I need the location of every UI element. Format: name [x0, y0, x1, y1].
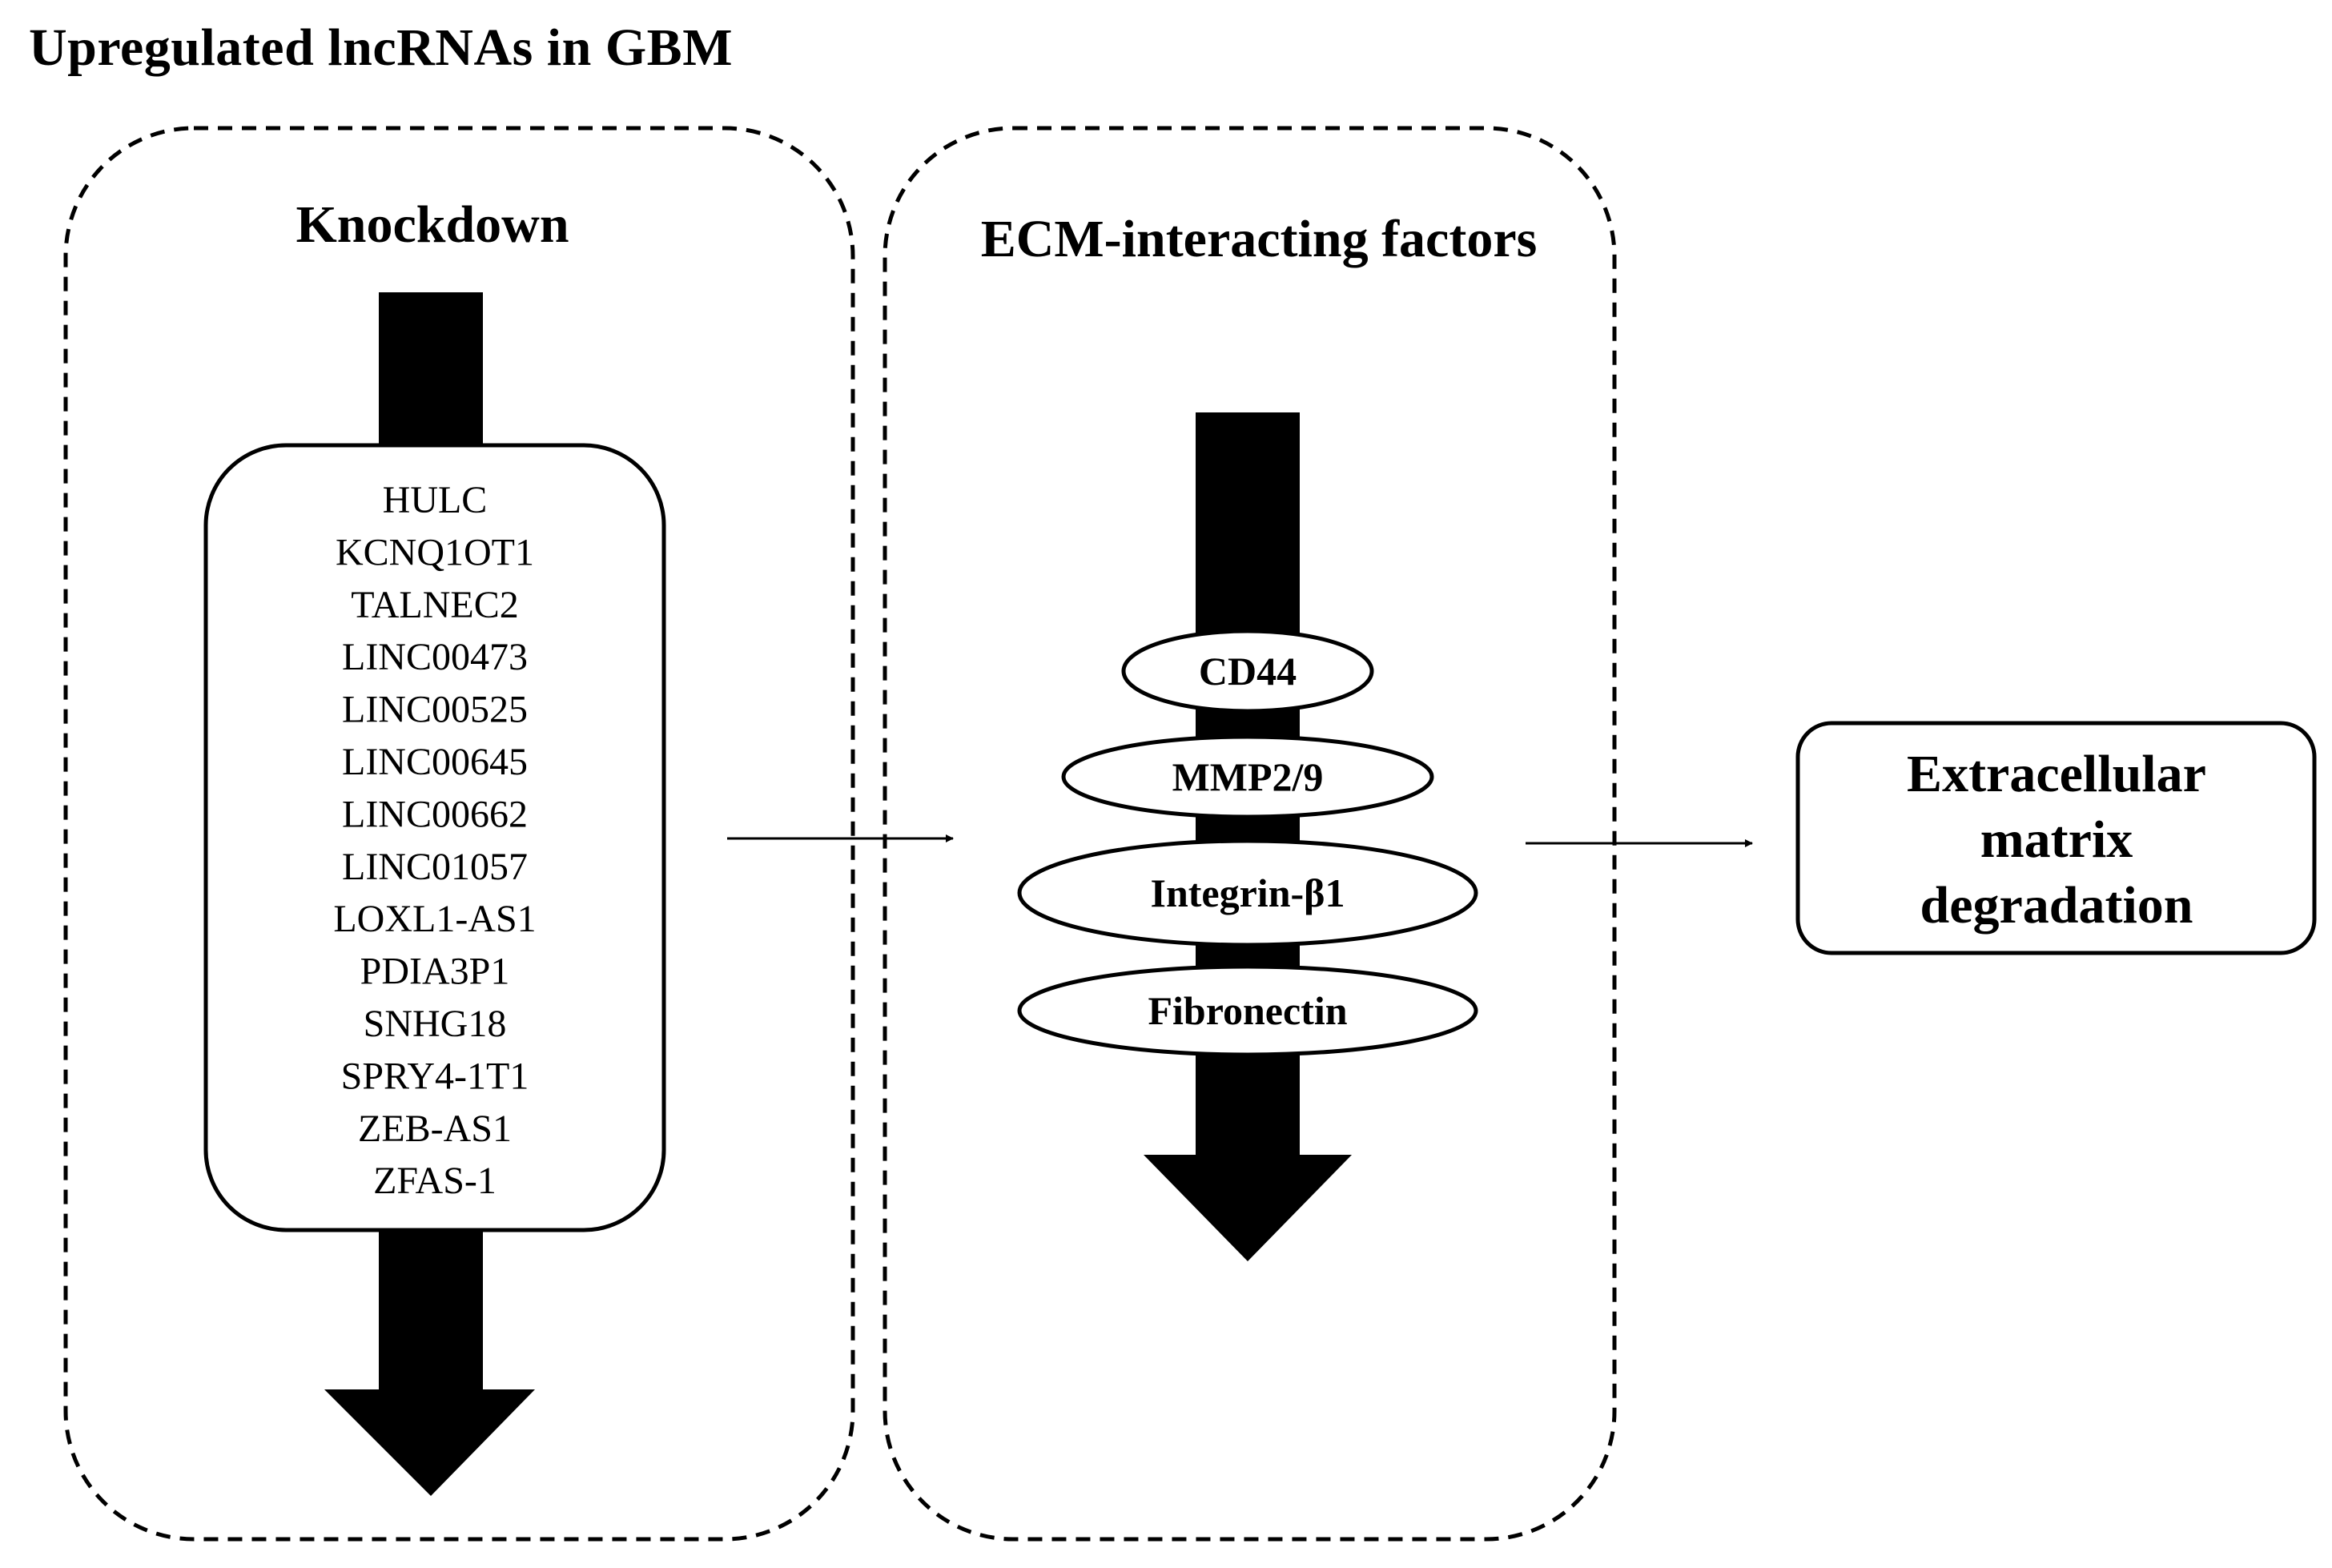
ecm-factor-ellipse — [1121, 629, 1374, 714]
ecm-factor-ellipse — [1017, 838, 1478, 947]
lncrna-item: LINC00645 — [342, 741, 528, 783]
lncrna-item: ZEB-AS1 — [358, 1108, 512, 1150]
ecm-panel — [883, 126, 1617, 1542]
page-title: Upregulated lncRNAs in GBM — [29, 18, 733, 77]
outcome-label: Extracellular matrix degradation — [1907, 745, 2206, 935]
ecm-factor-ellipse — [1017, 964, 1478, 1057]
lncrna-item: KCNQ1OT1 — [336, 531, 534, 573]
lncrna-list: HULC KCNQ1OT1TALNEC2LINC00473LINC00525LIN… — [333, 479, 536, 1202]
ecm-factor-label: Integrin-β1 — [1151, 870, 1345, 915]
ecm-factor: MMP2/9 — [1061, 734, 1434, 819]
ecm-factor-label: CD44 — [1199, 649, 1297, 694]
lncrna-item: LOXL1-AS1 — [333, 898, 536, 940]
lncrna-list-box — [203, 443, 666, 1232]
ecm-factor-label: Fibronectin — [1148, 988, 1347, 1033]
lncrna-item: PDIA3P1 — [360, 951, 510, 993]
ecm-factor-label: MMP2/9 — [1172, 754, 1324, 799]
lncrna-item: SNHG18 — [364, 1003, 507, 1045]
outcome-box — [1795, 721, 2317, 955]
outcome-line: matrix — [1980, 810, 2133, 869]
ecm-factor-ellipse — [1061, 734, 1434, 819]
ecm-panel-title: ECM-interacting factors — [981, 210, 1538, 268]
lncrna-item: SPRY4-1T1 — [341, 1055, 529, 1097]
lncrna-item: LINC00473 — [342, 636, 528, 678]
ecm-down-arrow — [1144, 412, 1352, 1261]
lncrna-item: ZFAS-1 — [373, 1160, 497, 1202]
ecm-factor: Integrin-β1 — [1017, 838, 1478, 947]
outcome-line: degradation — [1920, 876, 2193, 935]
knockdown-panel — [63, 126, 855, 1542]
outcome-line: Extracellular — [1907, 745, 2206, 803]
ecm-factor: Fibronectin — [1017, 964, 1478, 1057]
lncrna-item: LINC01057 — [342, 846, 528, 888]
ecm-factor: CD44 — [1121, 629, 1374, 714]
knockdown-title: Knockdown — [296, 195, 569, 254]
lncrna-item: LINC00662 — [342, 793, 528, 835]
lncrna-item: HULC — [383, 479, 488, 521]
lncrna-item: LINC00525 — [342, 689, 528, 731]
lncrna-item: TALNEC2 — [351, 584, 518, 626]
